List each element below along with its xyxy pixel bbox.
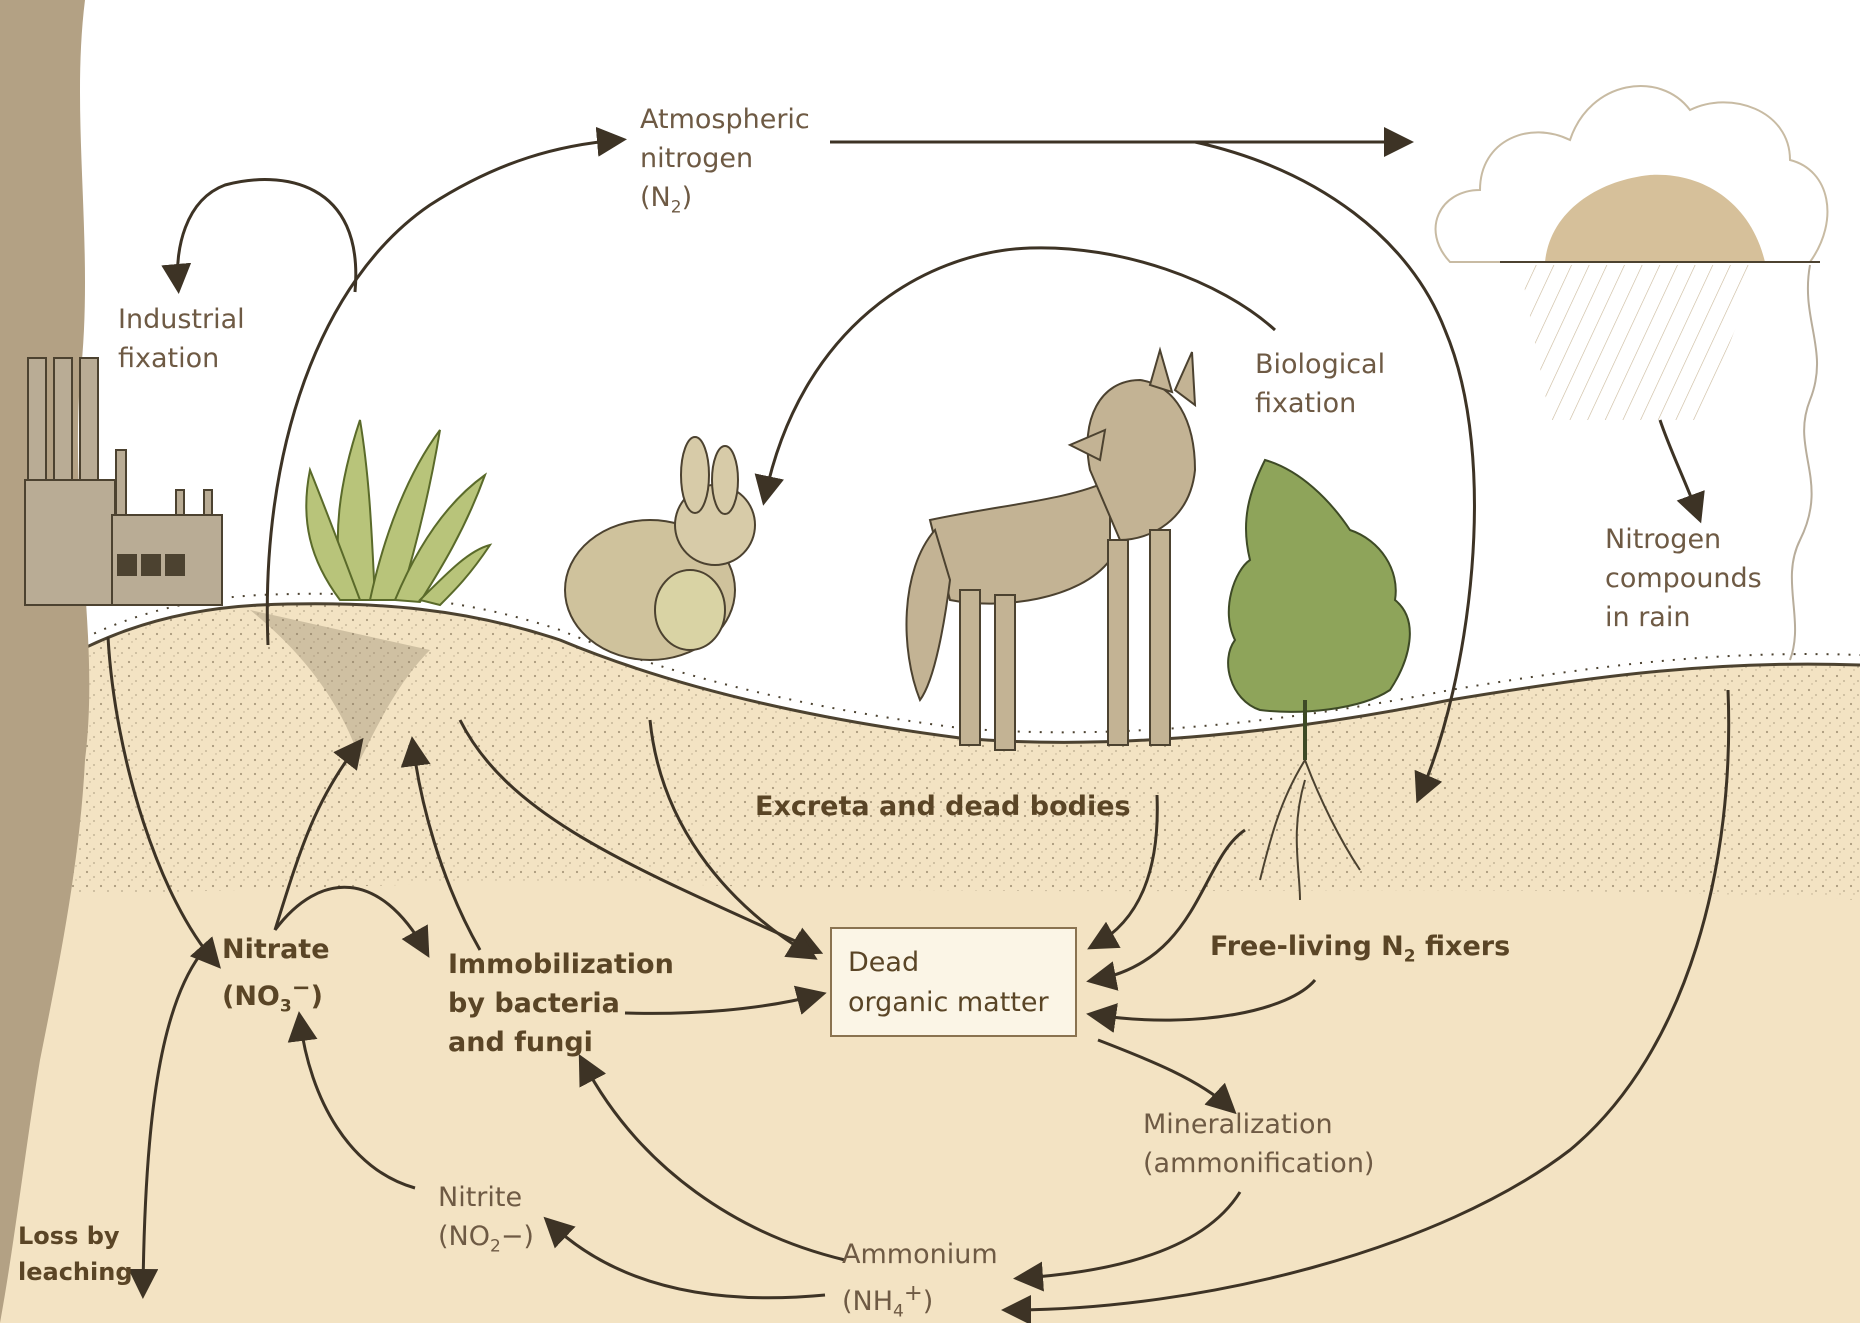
dead-organic-matter-box: Dead organic matter bbox=[830, 927, 1077, 1037]
nitrate-label: Nitrate (NO3−) bbox=[222, 930, 330, 1026]
industrial-fixation-label: Industrial fixation bbox=[118, 300, 245, 378]
rabbit-icon bbox=[565, 437, 755, 660]
coyote-icon bbox=[906, 350, 1195, 750]
ammonium-label: Ammonium (NH4+) bbox=[842, 1235, 998, 1331]
atmospheric-nitrogen-label: Atmospheric nitrogen (N2) bbox=[640, 100, 810, 227]
immobilization-label: Immobilization by bacteria and fungi bbox=[448, 945, 674, 1062]
lightning-bolt-icon bbox=[1790, 265, 1817, 660]
factory-icon bbox=[25, 358, 222, 605]
rain-cloud-icon bbox=[1436, 86, 1828, 420]
nitrite-label: Nitrite (NO2−) bbox=[438, 1178, 534, 1266]
free-living-fixers-label: Free-living N2 fixers bbox=[1210, 927, 1510, 976]
arrow-rain-to-soil bbox=[1660, 420, 1698, 515]
arrow-biological-to-rabbit bbox=[765, 248, 1275, 497]
mineralization-label: Mineralization (ammonification) bbox=[1143, 1105, 1374, 1183]
excreta-label: Excreta and dead bodies bbox=[755, 787, 1131, 826]
nitrogen-in-rain-label: Nitrogen compounds in rain bbox=[1605, 520, 1762, 637]
leaching-label: Loss by leaching bbox=[18, 1218, 133, 1290]
grass-icon bbox=[306, 420, 490, 605]
biological-fixation-label: Biological fixation bbox=[1255, 345, 1385, 423]
arrow-factory-to-industrial bbox=[178, 180, 356, 292]
